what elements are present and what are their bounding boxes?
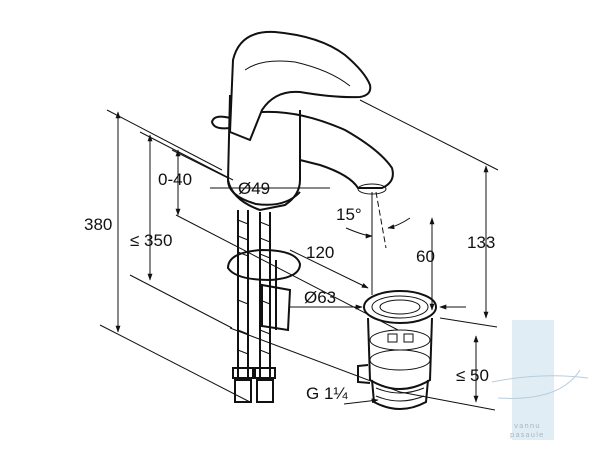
popup-waste (357, 290, 437, 410)
dimension-lines (115, 111, 489, 405)
watermark-line2: pasaule (510, 431, 544, 439)
dim-spout-diameter: Ø49 (238, 179, 270, 198)
dim-waste-thread: G 1¼ (306, 384, 348, 403)
dim-max-tail-length: ≤ 350 (130, 231, 172, 250)
watermark-line1: vannu (514, 422, 541, 430)
faucet-body (210, 30, 394, 212)
supply-hoses (226, 210, 302, 403)
dim-spout-height: 60 (416, 247, 435, 266)
extension-lines (99, 99, 499, 411)
dim-waste-depth: ≤ 50 (456, 366, 489, 385)
dim-waste-diameter: Ø63 (304, 288, 336, 307)
dim-offset-range: 0-40 (158, 170, 192, 189)
dim-swivel-angle: 15° (336, 205, 362, 224)
dim-reach: 120 (306, 243, 334, 262)
dim-outlet-height: 133 (467, 233, 495, 252)
watermark-logo: vannu pasaule (491, 320, 589, 440)
dim-total-height: 380 (84, 215, 112, 234)
